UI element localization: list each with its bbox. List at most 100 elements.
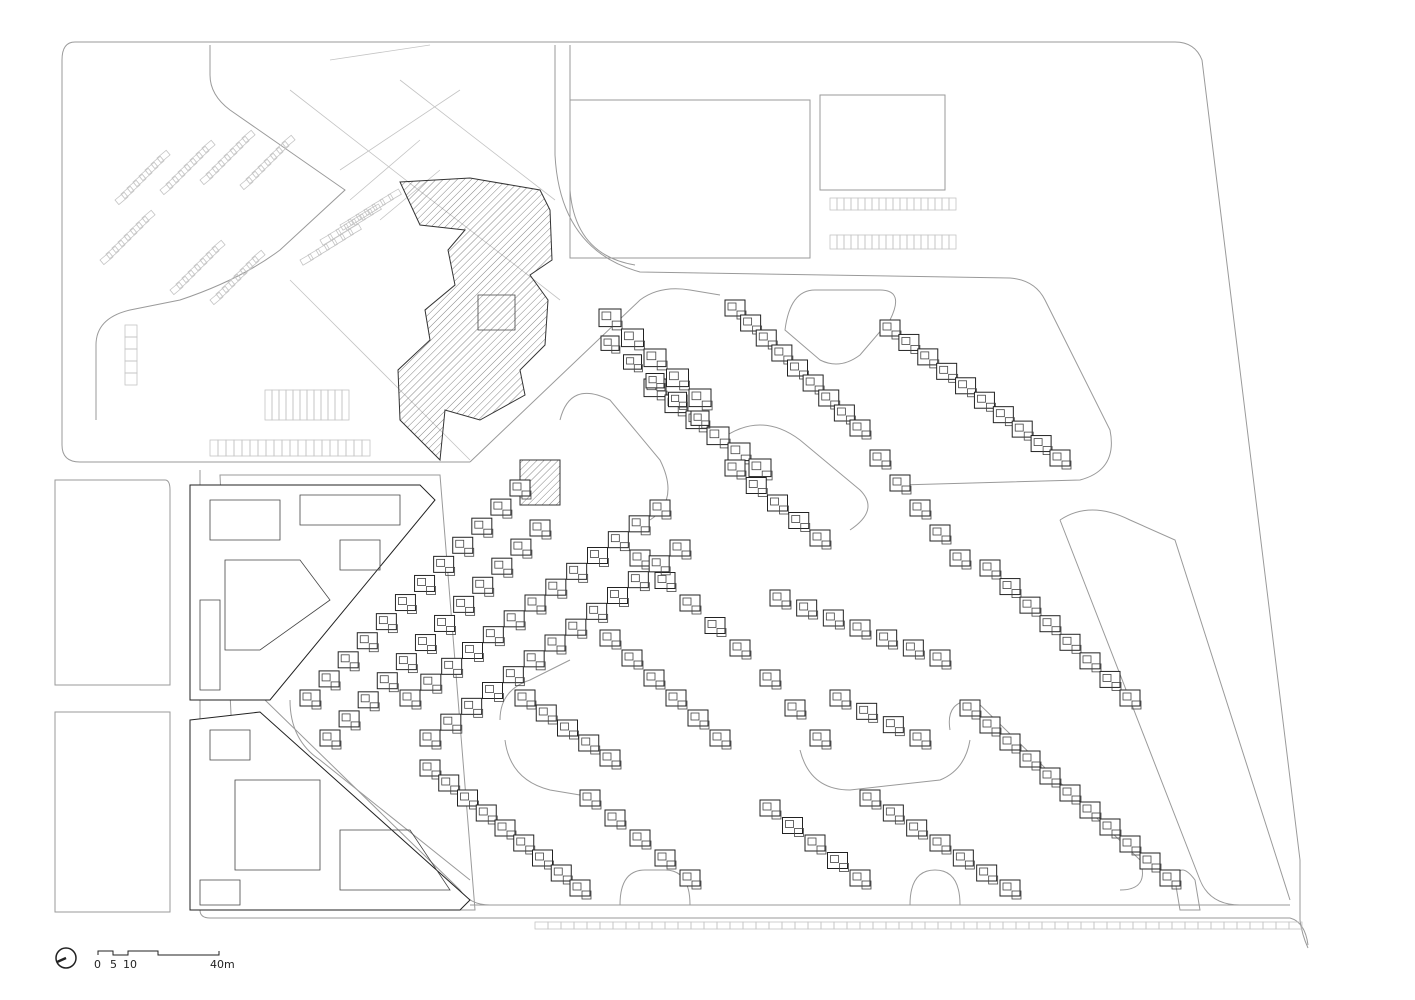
- residential-unit: [804, 834, 827, 855]
- unit-room: [568, 621, 578, 630]
- residential-unit: [979, 716, 1002, 737]
- unit-room: [475, 579, 485, 588]
- parking-stall: [920, 234, 929, 250]
- unit-room: [1031, 761, 1042, 771]
- unit-room: [541, 530, 552, 540]
- fence-segment: [833, 921, 848, 930]
- parking-stall: [836, 234, 845, 250]
- residential-unit: [955, 377, 977, 398]
- unit-room: [426, 586, 436, 595]
- unit-room: [1042, 770, 1052, 779]
- unit-room: [852, 622, 862, 631]
- unit-room: [909, 822, 919, 831]
- unit-room: [1002, 736, 1012, 745]
- parking-stall: [281, 439, 291, 457]
- unit-room: [538, 707, 548, 716]
- residential-unit: [1139, 852, 1162, 873]
- parking-stall: [239, 261, 254, 276]
- courtyard: [477, 294, 516, 331]
- unit-room: [1142, 855, 1152, 864]
- residential-unit: [452, 536, 475, 557]
- residential-unit: [767, 494, 789, 515]
- unit-outline: [654, 849, 676, 867]
- residential-unit: [724, 459, 747, 480]
- unit-outline: [917, 348, 939, 366]
- unit-room: [444, 660, 454, 669]
- parking-stall: [920, 197, 929, 211]
- parking-stall: [251, 164, 266, 179]
- scale-label-5: 5: [110, 958, 117, 971]
- unit-room: [962, 702, 972, 711]
- unit-room: [616, 820, 627, 830]
- parking-stall: [320, 389, 329, 421]
- residential-unit: [395, 653, 418, 674]
- fence-segment: [859, 921, 874, 930]
- unit-outline: [523, 650, 545, 668]
- parking-stall: [906, 197, 915, 211]
- residential-unit: [509, 479, 532, 500]
- residential-unit: [419, 759, 442, 780]
- unit-outline: [669, 539, 691, 557]
- parking-stall: [275, 140, 290, 155]
- unit-room: [577, 629, 588, 639]
- unit-room: [1102, 821, 1112, 830]
- residential-unit: [544, 634, 567, 655]
- unit-outline: [1119, 689, 1141, 707]
- parking-stall: [843, 197, 852, 211]
- unit-room: [497, 822, 507, 831]
- residential-unit: [532, 849, 554, 870]
- residential-unit: [784, 699, 807, 720]
- unit-room: [1051, 778, 1062, 788]
- unit-outline: [809, 729, 831, 747]
- parking-stall: [124, 336, 138, 350]
- unit-room: [522, 549, 533, 559]
- unit-room: [437, 618, 446, 626]
- residential-unit: [822, 609, 845, 630]
- parking-stall: [934, 234, 943, 250]
- parking-stall: [307, 248, 322, 261]
- unit-room: [1122, 838, 1132, 847]
- unit-outline: [438, 774, 460, 792]
- parking-stall: [913, 197, 922, 211]
- unit-outline: [679, 594, 701, 612]
- residential-unit: [494, 819, 517, 840]
- unit-room: [407, 664, 418, 674]
- unit-outline: [759, 799, 781, 817]
- unit-room: [517, 692, 527, 701]
- parking-stall: [193, 257, 208, 272]
- parking-stall: [913, 234, 922, 250]
- unit-room: [418, 637, 427, 645]
- parking-stall: [150, 155, 165, 170]
- parking-stall: [156, 149, 171, 164]
- unit-room: [603, 338, 612, 346]
- unit-room: [761, 470, 773, 481]
- unit-outline: [1079, 801, 1101, 819]
- unit-room: [830, 855, 839, 863]
- residential-unit: [513, 834, 536, 855]
- residential-unit: [1159, 869, 1182, 890]
- unit-outline: [357, 691, 379, 709]
- residential-unit: [796, 599, 819, 620]
- residential-unit: [771, 344, 794, 365]
- unit-outline: [704, 617, 726, 634]
- unit-outline: [532, 849, 553, 867]
- fence-segment: [1015, 921, 1030, 930]
- unit-room: [431, 740, 442, 750]
- unit-outline: [318, 670, 340, 688]
- fence-segment: [1106, 921, 1121, 930]
- fence-segment: [989, 921, 1004, 930]
- parking-stall: [132, 173, 147, 188]
- unit-room: [979, 867, 989, 876]
- unit-room: [727, 302, 737, 311]
- unit-room: [852, 872, 862, 881]
- parking-stall: [829, 197, 838, 211]
- unit-outline: [688, 388, 712, 408]
- unit-outline: [849, 619, 871, 637]
- unit-room: [1151, 863, 1162, 873]
- residential-unit: [759, 799, 782, 820]
- parking-stall: [263, 152, 278, 167]
- unit-room: [651, 558, 661, 567]
- fence-segment: [560, 921, 575, 930]
- residential-unit: [628, 515, 651, 536]
- parking-stall: [217, 153, 232, 168]
